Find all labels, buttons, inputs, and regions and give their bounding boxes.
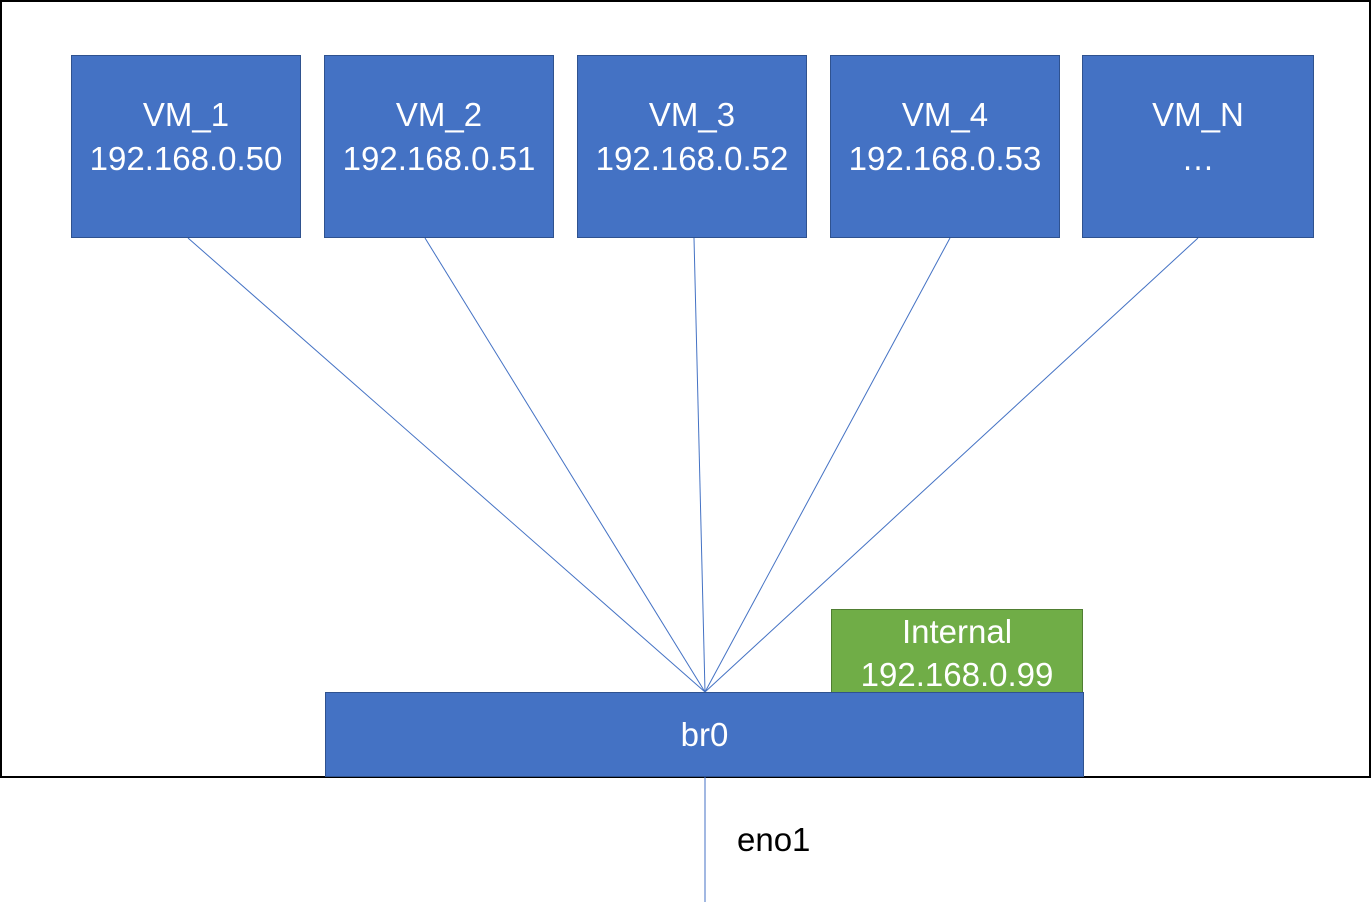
link-vm-3 xyxy=(693,237,706,693)
link-vm-2 xyxy=(424,237,706,693)
internal-interface-box: Internal 192.168.0.99 xyxy=(831,609,1083,693)
vm-ip: 192.168.0.52 xyxy=(595,139,789,177)
vm-ip: … xyxy=(1181,139,1215,177)
link-vm-1 xyxy=(187,237,706,693)
vm-name: VM_1 xyxy=(142,95,230,133)
bridge-box: br0 xyxy=(325,692,1084,777)
vm-name: VM_2 xyxy=(395,95,483,133)
vm-ip: 192.168.0.53 xyxy=(848,139,1042,177)
internal-name: Internal xyxy=(901,613,1013,650)
vm-name: VM_3 xyxy=(648,95,736,133)
bridge-name: br0 xyxy=(680,715,729,753)
vm-ip: 192.168.0.51 xyxy=(342,139,536,177)
internal-ip: 192.168.0.99 xyxy=(860,656,1054,693)
vm-box-4: VM_4 192.168.0.53 xyxy=(830,55,1060,238)
vm-name: VM_4 xyxy=(901,95,989,133)
vm-box-1: VM_1 192.168.0.50 xyxy=(71,55,301,238)
vm-name: VM_N xyxy=(1152,95,1244,133)
link-vm-n xyxy=(704,237,1199,693)
vm-box-2: VM_2 192.168.0.51 xyxy=(324,55,554,238)
link-vm-4 xyxy=(704,237,951,693)
nic-label: eno1 xyxy=(737,821,811,858)
vm-box-3: VM_3 192.168.0.52 xyxy=(577,55,807,238)
vm-box-n: VM_N … xyxy=(1082,55,1314,238)
vm-ip: 192.168.0.50 xyxy=(89,139,283,177)
